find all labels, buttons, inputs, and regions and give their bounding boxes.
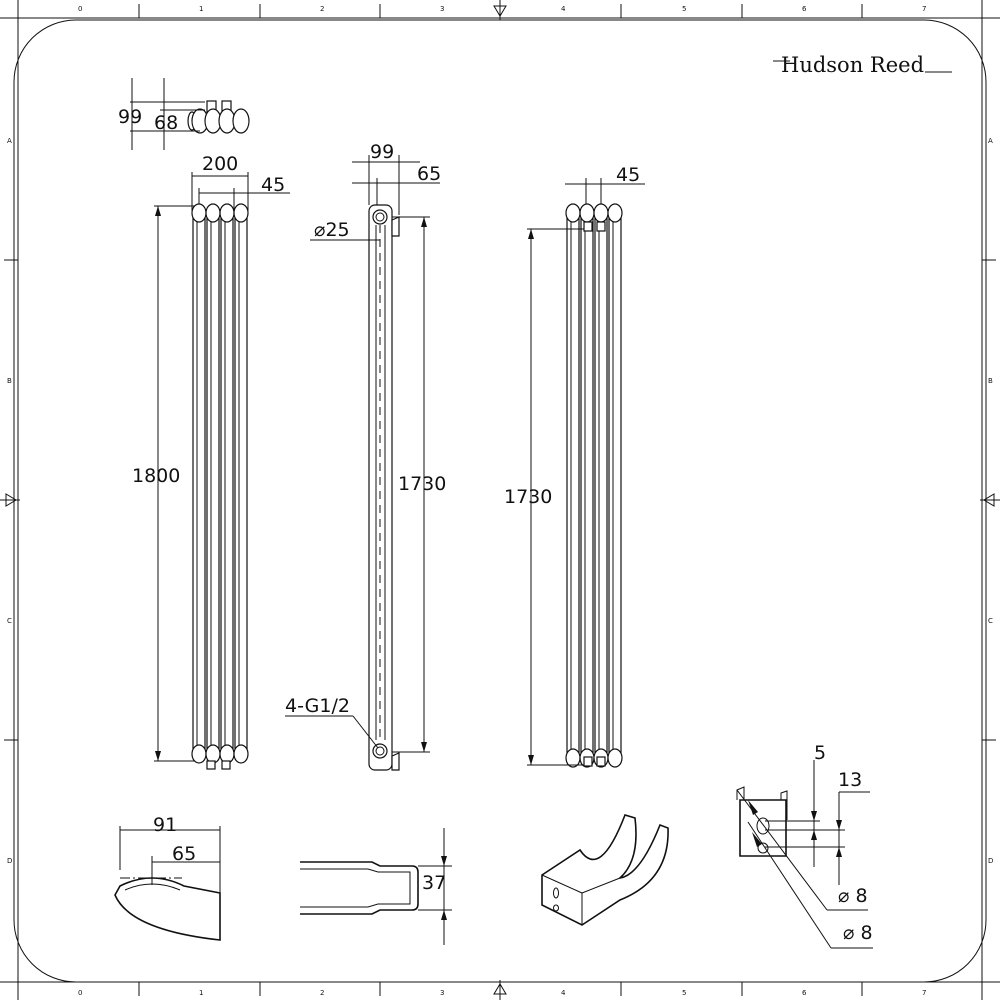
- dimension-label: 45: [261, 174, 285, 196]
- front-view: 200 45 1800: [132, 153, 290, 770]
- ruler-label: D: [7, 857, 12, 865]
- ruler-label: 3: [440, 5, 444, 13]
- dimension-label: ⌀ 8: [838, 885, 868, 907]
- dimension-label: 65: [417, 163, 441, 185]
- brand-logo: Hudson Reed: [773, 53, 952, 77]
- ruler-label: B: [988, 377, 993, 385]
- ruler-top: 0 1 2 3 4 5 6 7: [78, 5, 926, 13]
- radiator-column-top: [593, 203, 609, 223]
- dimension-label: 65: [172, 843, 196, 865]
- ruler-label: 0: [78, 989, 82, 997]
- ruler-label: 4: [561, 989, 566, 997]
- dimension-label: 1800: [132, 465, 180, 487]
- radiator-column: [566, 204, 580, 767]
- ruler-label: D: [988, 857, 993, 865]
- ruler-right: A B C D: [988, 137, 993, 865]
- top-view: 99 68: [118, 78, 250, 150]
- dimension-label: 1730: [504, 486, 552, 508]
- mounting-plate-view: 5 13 ⌀ 8 ⌀ 8: [736, 742, 873, 949]
- radiator-column: [220, 204, 234, 763]
- radiator-column-top: [607, 203, 623, 223]
- ruler-label: C: [988, 617, 993, 625]
- radiator-column-bottom: [233, 744, 249, 764]
- radiator-column-bottom: [565, 748, 581, 768]
- side-view: 99 65 1730 ⌀25 4-G1/2: [285, 141, 446, 771]
- dimension-label: 13: [838, 769, 862, 791]
- ruler-label: 5: [682, 5, 686, 13]
- dimension-label: 5: [814, 742, 826, 764]
- dimension-label: 91: [153, 814, 177, 836]
- dimension-label: 200: [202, 153, 238, 175]
- radiator-column: [608, 204, 622, 767]
- rear-view: 45 1730: [504, 164, 645, 768]
- bracket-top-view: 91 65: [114, 814, 221, 941]
- bracket-isometric-view: [541, 814, 669, 926]
- radiator-column: [234, 204, 248, 763]
- ruler-label: B: [7, 377, 12, 385]
- dimension-label: 99: [370, 141, 394, 163]
- radiator-column-bottom: [607, 748, 623, 768]
- radiator-column-bottom: [219, 744, 235, 764]
- brand-name: Hudson Reed: [781, 53, 924, 77]
- ruler-label: 6: [802, 989, 807, 997]
- ruler-label: 4: [561, 5, 566, 13]
- dimension-label: 45: [616, 164, 640, 186]
- dimension-label: 4-G1/2: [285, 695, 350, 717]
- ruler-label: 0: [78, 5, 82, 13]
- radiator-column-top: [191, 203, 207, 223]
- ruler-label: 2: [320, 5, 324, 13]
- ruler-label: 3: [440, 989, 444, 997]
- ruler-label: 1: [199, 989, 203, 997]
- ruler-left: A B C D: [7, 137, 12, 865]
- radiator-column: [580, 204, 594, 767]
- radiator-column-top: [579, 203, 595, 223]
- radiator-column-top: [565, 203, 581, 223]
- ruler-label: 7: [922, 5, 926, 13]
- radiator-column: [594, 204, 608, 767]
- radiator-column: [206, 204, 220, 763]
- ruler-label: 1: [199, 5, 203, 13]
- radiator-column-top: [233, 203, 249, 223]
- ruler-label: 5: [682, 989, 686, 997]
- dimension-label: 37: [422, 872, 446, 894]
- dimension-label: ⌀25: [314, 219, 350, 241]
- radiator-column: [192, 204, 206, 763]
- ruler-label: C: [7, 617, 12, 625]
- radiator-column-top: [205, 203, 221, 223]
- dimension-label: 99: [118, 106, 142, 128]
- ruler-label: 6: [802, 5, 807, 13]
- dimension-label: ⌀ 8: [843, 922, 873, 944]
- ruler-label: 2: [320, 989, 324, 997]
- dimension-label: 68: [154, 112, 178, 134]
- bracket-side-view: 37: [300, 828, 452, 945]
- ruler-label: 7: [922, 989, 926, 997]
- dimension-label: 1730: [398, 473, 446, 495]
- radiator-column-bottom: [205, 744, 221, 764]
- radiator-column-bottom: [191, 744, 207, 764]
- radiator-column-top: [219, 203, 235, 223]
- ruler-bottom: 0 1 2 3 4 5 6 7: [78, 989, 926, 997]
- ruler-label: A: [988, 137, 993, 145]
- ruler-label: A: [7, 137, 12, 145]
